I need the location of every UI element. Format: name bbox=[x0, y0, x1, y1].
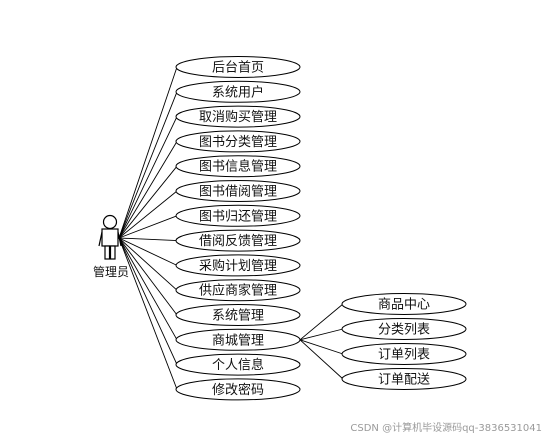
actor-connector bbox=[118, 91, 178, 239]
actor-connector bbox=[118, 237, 178, 390]
use-case-label: 系统管理 bbox=[212, 309, 264, 324]
actor-right-leg bbox=[109, 245, 116, 260]
use-case-label: 个人信息 bbox=[212, 357, 264, 373]
use-case-ellipse bbox=[175, 56, 301, 78]
use-case-node: 图书分类管理 bbox=[175, 130, 301, 153]
actor-connector bbox=[118, 237, 178, 365]
actor-connector bbox=[118, 215, 178, 239]
use-case-label: 借阅反馈管理 bbox=[199, 234, 277, 249]
actor-head bbox=[102, 214, 118, 230]
use-case-label: 商城管理 bbox=[212, 333, 264, 348]
sub-connector bbox=[299, 303, 344, 341]
use-case-nodes: 后台首页系统用户取消购买管理图书分类管理图书信息管理图书借阅管理图书归还管理借阅… bbox=[175, 56, 301, 401]
use-case-label: 修改密码 bbox=[212, 382, 264, 398]
use-case-label: 图书分类管理 bbox=[199, 135, 277, 150]
use-case-ellipse bbox=[175, 105, 301, 128]
use-case-ellipse bbox=[175, 204, 301, 227]
sub-use-case-ellipse bbox=[341, 318, 467, 340]
use-case-node: 供应商家管理 bbox=[175, 279, 301, 302]
actor-arm-right bbox=[117, 231, 122, 247]
use-case-ellipse bbox=[175, 229, 301, 252]
use-case-label: 图书借阅管理 bbox=[199, 185, 277, 200]
use-case-node: 借阅反馈管理 bbox=[175, 229, 301, 252]
actor-arm-left bbox=[98, 231, 103, 247]
use-case-ellipse bbox=[175, 279, 301, 302]
use-case-ellipse bbox=[175, 80, 301, 103]
actor-connector bbox=[118, 165, 178, 239]
use-case-label: 取消购买管理 bbox=[199, 109, 277, 125]
actor-connector bbox=[118, 237, 178, 242]
actor-connector bbox=[118, 237, 178, 291]
actor-left-leg bbox=[104, 245, 111, 260]
sub-use-case-label: 订单列表 bbox=[378, 348, 430, 363]
use-case-ellipse bbox=[175, 328, 301, 351]
actor-connector bbox=[118, 116, 178, 239]
sub-connector bbox=[299, 339, 344, 380]
actor-body bbox=[101, 228, 119, 247]
use-case-node: 个人信息 bbox=[175, 353, 301, 376]
sub-use-case-node: 订单列表 bbox=[341, 343, 467, 365]
use-case-node: 系统管理 bbox=[175, 304, 301, 326]
actor-connector bbox=[118, 237, 178, 316]
use-case-node: 后台首页 bbox=[175, 56, 301, 78]
actor-connector bbox=[118, 237, 178, 341]
sub-use-case-ellipse bbox=[341, 368, 467, 390]
sub-use-case-label: 订单配送 bbox=[378, 373, 430, 388]
actor-connector bbox=[118, 190, 178, 239]
use-case-ellipse bbox=[175, 378, 301, 401]
use-case-ellipse bbox=[175, 130, 301, 153]
use-case-label: 采购计划管理 bbox=[199, 258, 277, 274]
use-case-ellipse bbox=[175, 254, 301, 277]
sub-connector bbox=[299, 328, 344, 341]
actor-connector bbox=[118, 237, 178, 266]
admin-actor: 管理员 bbox=[93, 214, 129, 279]
use-case-ellipse bbox=[175, 180, 301, 202]
use-case-ellipse bbox=[175, 155, 301, 178]
actor-label: 管理员 bbox=[93, 264, 129, 279]
use-case-node: 商城管理 bbox=[175, 328, 301, 351]
actor-connector bbox=[118, 66, 178, 239]
watermark: CSDN @计算机毕设源码qq-3836531041 bbox=[350, 423, 542, 434]
use-case-node: 图书信息管理 bbox=[175, 155, 301, 178]
sub-use-case-node: 分类列表 bbox=[341, 318, 467, 340]
use-case-label: 供应商家管理 bbox=[199, 283, 277, 299]
use-case-label: 图书信息管理 bbox=[199, 159, 277, 175]
use-case-label: 图书归还管理 bbox=[199, 209, 277, 224]
use-case-label: 后台首页 bbox=[212, 61, 264, 76]
use-case-node: 系统用户 bbox=[175, 80, 301, 103]
sub-use-case-label: 分类列表 bbox=[378, 323, 430, 338]
use-case-node: 取消购买管理 bbox=[175, 105, 301, 128]
sub-use-case-label: 商品中心 bbox=[378, 298, 430, 313]
sub-connector bbox=[299, 339, 344, 355]
use-case-label: 系统用户 bbox=[212, 84, 264, 100]
connector-lines bbox=[118, 66, 344, 390]
use-case-node: 图书借阅管理 bbox=[175, 180, 301, 202]
use-case-ellipse bbox=[175, 304, 301, 326]
actor-connector bbox=[118, 141, 178, 239]
sub-use-case-node: 订单配送 bbox=[341, 368, 467, 390]
use-case-node: 图书归还管理 bbox=[175, 204, 301, 227]
use-case-node: 采购计划管理 bbox=[175, 254, 301, 277]
sub-use-case-ellipse bbox=[341, 293, 467, 315]
sub-use-case-node: 商品中心 bbox=[341, 293, 467, 315]
use-case-ellipse bbox=[175, 353, 301, 376]
use-case-node: 修改密码 bbox=[175, 378, 301, 401]
sub-use-case-ellipse bbox=[341, 343, 467, 365]
